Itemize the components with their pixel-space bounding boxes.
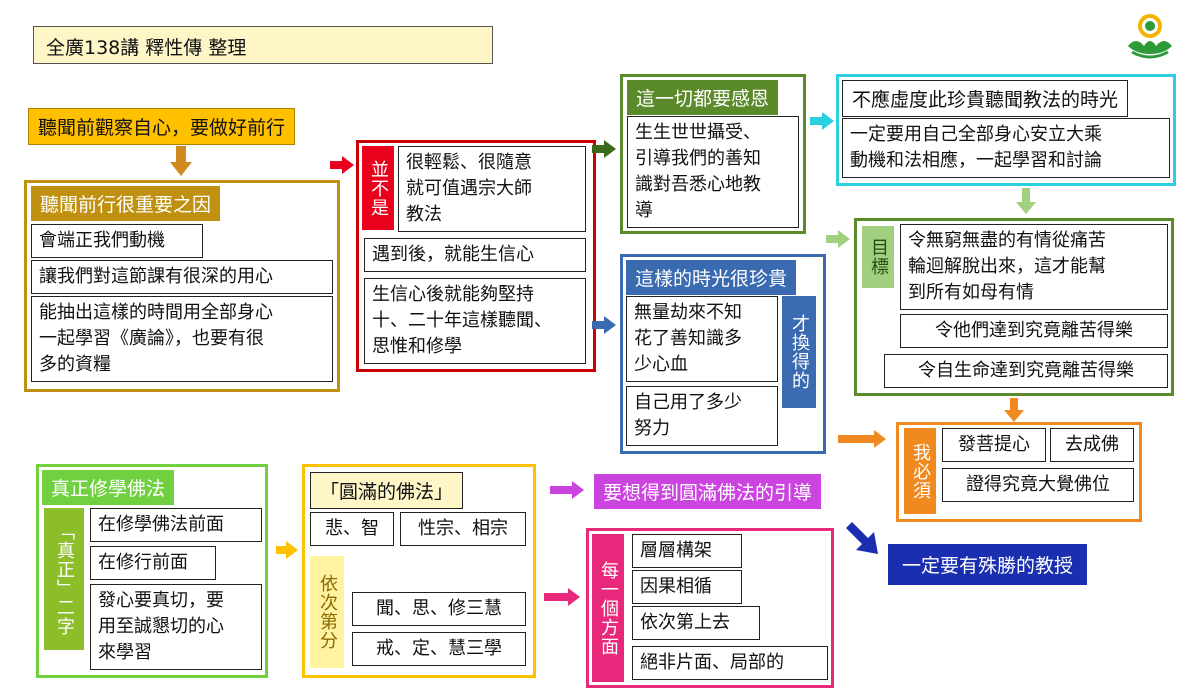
right-arrow	[330, 156, 354, 174]
perfect-item: 聞、思、修三慧	[352, 592, 526, 627]
true-practice-item: 發心要真切，要 用至誠懇切的心 來學習	[90, 584, 262, 671]
right-arrow	[544, 588, 580, 606]
every-aspect-item: 依次第上去	[632, 606, 760, 641]
goal-item: 令無窮無盡的有情從痛苦 輪迴解脫出來，這才能幫 到所有如母有情	[900, 224, 1168, 311]
not-waste-title: 不應虛度此珍貴聽聞教法的時光	[842, 80, 1129, 117]
right-arrow	[826, 230, 850, 248]
not-label: 並不是	[362, 146, 394, 230]
precious-item: 自己用了多少 努力	[626, 386, 778, 447]
right-arrow	[276, 541, 298, 559]
perfect-item: 性宗、相宗	[400, 512, 526, 547]
must-label: 我必須	[904, 428, 936, 514]
goal-item: 令自生命達到究竟離苦得樂	[884, 354, 1168, 389]
reason-item: 能抽出這樣的時間用全部身心 一起學習《廣論》，也要有很 多的資糧	[31, 296, 333, 383]
observe-mind-header: 聽聞前觀察自心，要做好前行	[28, 108, 296, 145]
not-item: 遇到後，就能生信心	[364, 238, 586, 273]
down-arrow	[1004, 398, 1024, 422]
reason-title: 聽聞前行很重要之因	[31, 186, 221, 221]
not-item: 很輕鬆、很隨意 就可值遇宗大師 教法	[398, 146, 586, 233]
must-item: 證得究竟大覺佛位	[942, 468, 1134, 503]
true-practice-title: 真正修學佛法	[42, 470, 175, 505]
reason-item: 讓我們對這節課有很深的用心	[31, 260, 333, 295]
goal-label: 目標	[862, 226, 894, 288]
every-aspect-item: 因果相循	[632, 570, 742, 605]
down-arrow	[1016, 188, 1036, 214]
lotus-logo-icon	[1122, 8, 1178, 62]
gratitude-text: 生生世世攝受、 引導我們的善知 識對吾悉心地教 導	[627, 116, 799, 229]
excellent-teaching-banner: 一定要有殊勝的教授	[888, 544, 1088, 585]
true-practice-label: 「真正」二字	[44, 508, 84, 650]
not-waste-text: 一定要用自己全部身心安立大乘 動機和法相應，一起學習和討論	[842, 118, 1170, 179]
perfect-item: 悲、智	[310, 512, 394, 547]
precious-side-label: 才換得的	[782, 296, 816, 408]
right-arrow	[592, 316, 616, 334]
true-practice-item: 在修行前面	[90, 546, 216, 581]
precious-item: 無量劫來不知 花了善知識多 少心血	[626, 296, 778, 383]
must-item: 發菩提心	[942, 428, 1046, 463]
precious-title: 這樣的時光很珍貴	[626, 260, 797, 295]
right-arrow	[592, 140, 616, 158]
must-item: 去成佛	[1050, 428, 1134, 463]
true-practice-item: 在修學佛法前面	[90, 508, 262, 543]
right-arrow	[810, 112, 834, 130]
reason-item: 會端正我們動機	[31, 224, 203, 259]
right-arrow	[550, 481, 584, 499]
right-arrow	[838, 430, 886, 448]
diagonal-arrow	[846, 522, 878, 554]
every-aspect-item: 絕非片面、局部的	[632, 646, 828, 681]
gratitude-title: 這一切都要感恩	[627, 80, 779, 115]
perfect-title: 「圓滿的佛法」	[310, 472, 464, 509]
every-aspect-item: 層層構架	[632, 534, 742, 569]
not-item: 生信心後就能夠堅持 十、二十年這樣聽聞、 思惟和修學	[364, 278, 586, 365]
goal-item: 令他們達到究竟離苦得樂	[900, 314, 1168, 349]
page-title: 全廣138講 釋性傳 整理	[33, 26, 493, 64]
every-aspect-label: 每一個方面	[592, 534, 624, 682]
perfect-item: 戒、定、慧三學	[352, 632, 526, 667]
perfect-label: 依次第分	[310, 556, 344, 668]
guidance-banner: 要想得到圓滿佛法的引導	[594, 474, 822, 509]
down-arrow	[170, 146, 192, 176]
